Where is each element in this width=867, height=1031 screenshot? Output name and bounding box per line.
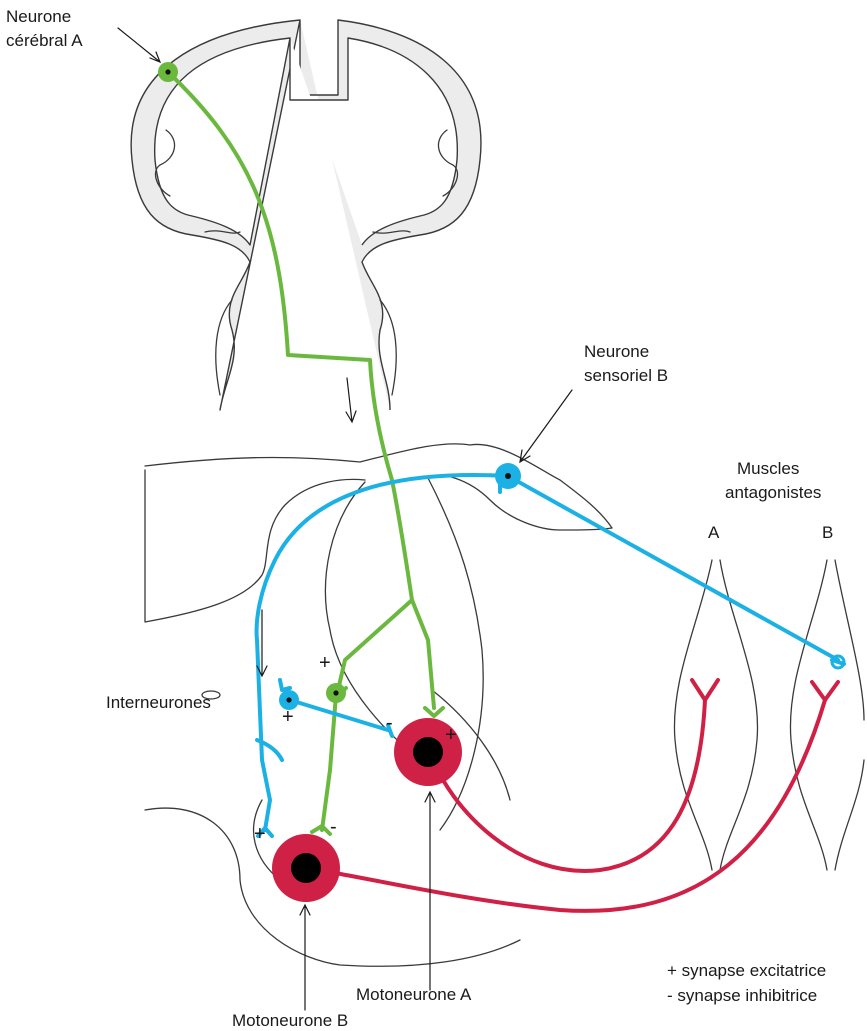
sign-plus-motoneurone-a: +: [445, 724, 457, 746]
green-interneuron: [312, 683, 346, 834]
muscle-b: [790, 560, 864, 870]
blue-neuron-sensory-b: [257, 463, 844, 836]
sign-minus-motoneurone-b: -: [330, 816, 337, 838]
label-muscle-b: B: [822, 523, 833, 542]
label-motoneurone-b: Motoneurone B: [232, 1011, 348, 1030]
sign-plus-motoneurone-b: +: [254, 823, 266, 845]
legend: + synapse excitatrice - synapse inhibitr…: [667, 961, 826, 1005]
label-muscles-line1: Muscles: [737, 459, 799, 478]
label-neurone-sensoriel-line2: sensoriel B: [584, 366, 668, 385]
label-motoneurone-a: Motoneurone A: [356, 985, 472, 1004]
label-neurone-cerebral-line1: Neurone: [6, 7, 71, 26]
legend-inhibitory: - synapse inhibitrice: [667, 986, 817, 1005]
label-neurone-cerebral-line2: cérébral A: [6, 31, 83, 50]
sign-minus-motoneurone-a: -: [386, 712, 393, 734]
label-muscle-a: A: [708, 523, 720, 542]
motoneurone-b: [272, 682, 838, 911]
label-interneurones: Interneurones: [106, 693, 211, 712]
label-muscles-line2: antagonistes: [725, 483, 821, 502]
brain-section: [131, 20, 481, 410]
label-neurone-sensoriel-line1: Neurone: [584, 342, 649, 361]
sign-plus-blue-interneuron: +: [282, 706, 294, 728]
spinal-cord-outline: [145, 444, 612, 966]
legend-excitatory: + synapse excitatrice: [667, 961, 826, 980]
sign-plus-green-interneuron: +: [319, 652, 331, 674]
